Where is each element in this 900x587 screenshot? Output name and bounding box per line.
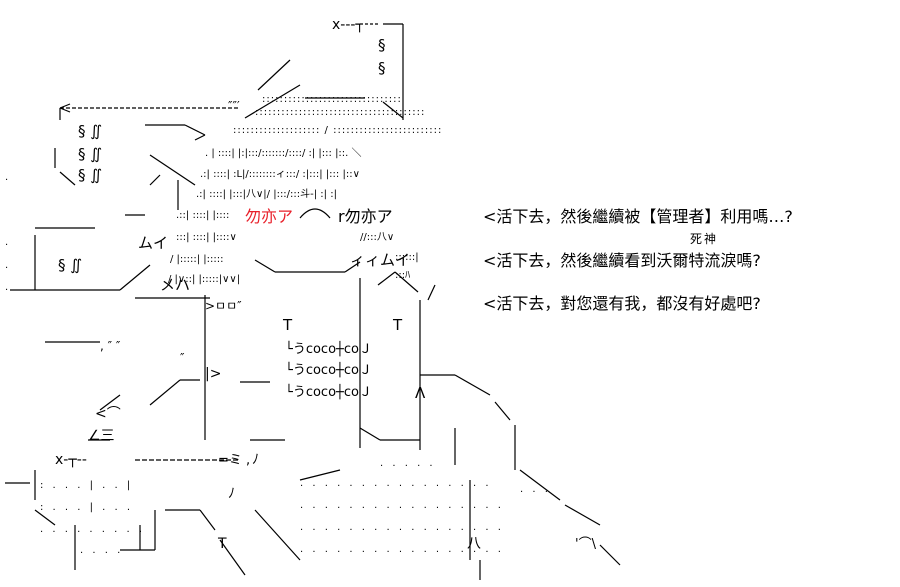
chain-row-2: └うcoco┼coＪ bbox=[285, 361, 372, 378]
left-brim bbox=[10, 124, 210, 343]
svg-text:. . . . . . . . . . . . . . .: . . . . . . . . . . . . . . . . . bbox=[300, 500, 504, 511]
svg-text:. . . .: . . . . bbox=[80, 545, 123, 556]
svg-text:.:| ::::| :L|/::::::::ィ:::/ :|: .:| ::::| :L|/::::::::ィ:::/ :|:::| |::: … bbox=[200, 169, 360, 180]
svg-text:ﾉ: ﾉ bbox=[252, 452, 259, 468]
lambda-mark: Λ bbox=[415, 384, 426, 402]
svg-text:. . . . .: . . . . . bbox=[380, 458, 436, 469]
svg-text:: . . . | . . .: : . . . | . . . bbox=[40, 502, 133, 513]
svg-text:ﾉ: ﾉ bbox=[228, 486, 235, 502]
dialogue-line-2: <活下去，然後繼續看到沃爾特流淚嗎? bbox=[483, 251, 761, 270]
svg-text:∠三: ∠三 bbox=[88, 428, 115, 444]
eye-arc bbox=[299, 208, 331, 219]
collar bbox=[149, 259, 516, 470]
arrow-left bbox=[59, 103, 240, 120]
lower-dots: . . . . . . . . . . . . . . . . . . . . … bbox=[5, 172, 551, 556]
tag-x-top: x---┐ bbox=[332, 17, 364, 33]
svg-text:/ |:::::| |:::::: / |:::::| |::::: bbox=[170, 254, 224, 265]
sigil-2: § ∬ bbox=[78, 145, 102, 163]
svg-text:, ″ ″: , ″ ″ bbox=[100, 339, 121, 353]
svg-text:. . . . . . . . . . . . . . .: . . . . . . . . . . . . . . . . . bbox=[300, 522, 504, 533]
svg-text:″: ″ bbox=[180, 351, 185, 365]
hair-dots: :::::::::::::::::::::::::::::::: :::::::… bbox=[168, 94, 442, 285]
kana-me: メハ bbox=[160, 276, 190, 294]
svg-text:. . . . . . . . . . . . . . .: . . . . . . . . . . . . . . . . bbox=[300, 478, 492, 489]
svg-text:/ |∨::| |:::::|∨∨|: / |∨::| |:::::|∨∨| bbox=[168, 274, 240, 285]
svg-text:<⌒: <⌒ bbox=[95, 406, 121, 422]
svg-text:=ミ ,: =ミ , bbox=[218, 453, 250, 468]
svg-text::::::::::::::::::::: / :::::::: :::::::::::::::::::: / :::::::::::::::::… bbox=[233, 125, 442, 136]
svg-text:::::::|: ::::::| bbox=[395, 252, 419, 263]
bottom-x-tag: x-┬-- bbox=[55, 452, 87, 468]
top-frame bbox=[244, 23, 404, 120]
svg-text:: . . . | . . |: : . . . | . . | bbox=[40, 480, 133, 491]
eye-left-red: 勿亦ア bbox=[245, 207, 293, 226]
svg-text:::::::::::::::::::::::::::::::: ::::::::::::::::::::::::::::::::::::::: bbox=[255, 107, 425, 118]
dialogue-line-1: <活下去，然後繼續被【管理者】利用嗎…? bbox=[483, 207, 793, 226]
arm bbox=[5, 394, 621, 580]
svg-text:.: . bbox=[5, 282, 8, 293]
sigil-3: § ∬ bbox=[78, 166, 102, 184]
svg-text:.: . bbox=[5, 172, 8, 183]
chain-row-3: └うcoco┼coＪ bbox=[285, 383, 372, 400]
svg-text:|>: |> bbox=[205, 366, 221, 382]
t-right: T bbox=[392, 316, 403, 334]
svg-text:″″′: ″″′ bbox=[228, 99, 240, 113]
eye-right: r勿亦ア bbox=[338, 207, 393, 226]
svg-text:. | ::::| |:|:::/:::::::/::::/: . | ::::| |:|:::/:::::::/::::/ :| |::: |… bbox=[205, 147, 362, 159]
sigil-1: § ∬ bbox=[78, 122, 102, 140]
svg-text:.: . bbox=[5, 260, 8, 271]
section-mark-2: § bbox=[378, 59, 386, 77]
svg-text:.:| ::::| |:::|八∨|/ |:::/:::斗-: .:| ::::| |:::|八∨|/ |:::/:::斗-| :| :| bbox=[196, 188, 337, 200]
kana-mui-right: ィィムイ bbox=[350, 251, 410, 269]
svg-text::::| ::::| |::::∨: :::| ::::| |::::∨ bbox=[176, 232, 237, 243]
svg-text:>ㅁㅁ″: >ㅁㅁ″ bbox=[205, 299, 242, 313]
svg-text:.: . bbox=[5, 237, 8, 248]
chain-row-1: └うcoco┼coＪ bbox=[285, 340, 372, 357]
dialogue-line-3: <活下去，對您還有我，都沒有好處吧? bbox=[483, 294, 761, 313]
ruby-annotation: 死神 bbox=[690, 232, 719, 246]
kana-mui-left: ムイ bbox=[138, 234, 168, 252]
bottom-t: T bbox=[217, 536, 227, 552]
svg-text:. . .: . . . bbox=[520, 484, 551, 495]
sigil-4: § ∬ bbox=[58, 256, 82, 274]
bottom-hachi: 八 bbox=[467, 536, 481, 552]
t-left: T bbox=[282, 316, 293, 334]
svg-text:. . . . . . . . .: . . . . . . . . . bbox=[40, 524, 145, 535]
section-mark-1: § bbox=[378, 36, 386, 54]
svg-text:.::| ::::| |::::: .::| ::::| |:::: bbox=[176, 210, 229, 221]
svg-text:::::::::::::::::::::::::::::::: :::::::::::::::::::::::::::::::: bbox=[262, 94, 402, 105]
svg-text::::ﾊ: :::ﾊ bbox=[395, 270, 410, 281]
svg-text://:::八∨: //:::八∨ bbox=[360, 232, 394, 243]
svg-text:. . . . . . . . . . . . . . .: . . . . . . . . . . . . . . . . . bbox=[300, 544, 504, 555]
face-small: '⌒\ bbox=[575, 537, 597, 552]
